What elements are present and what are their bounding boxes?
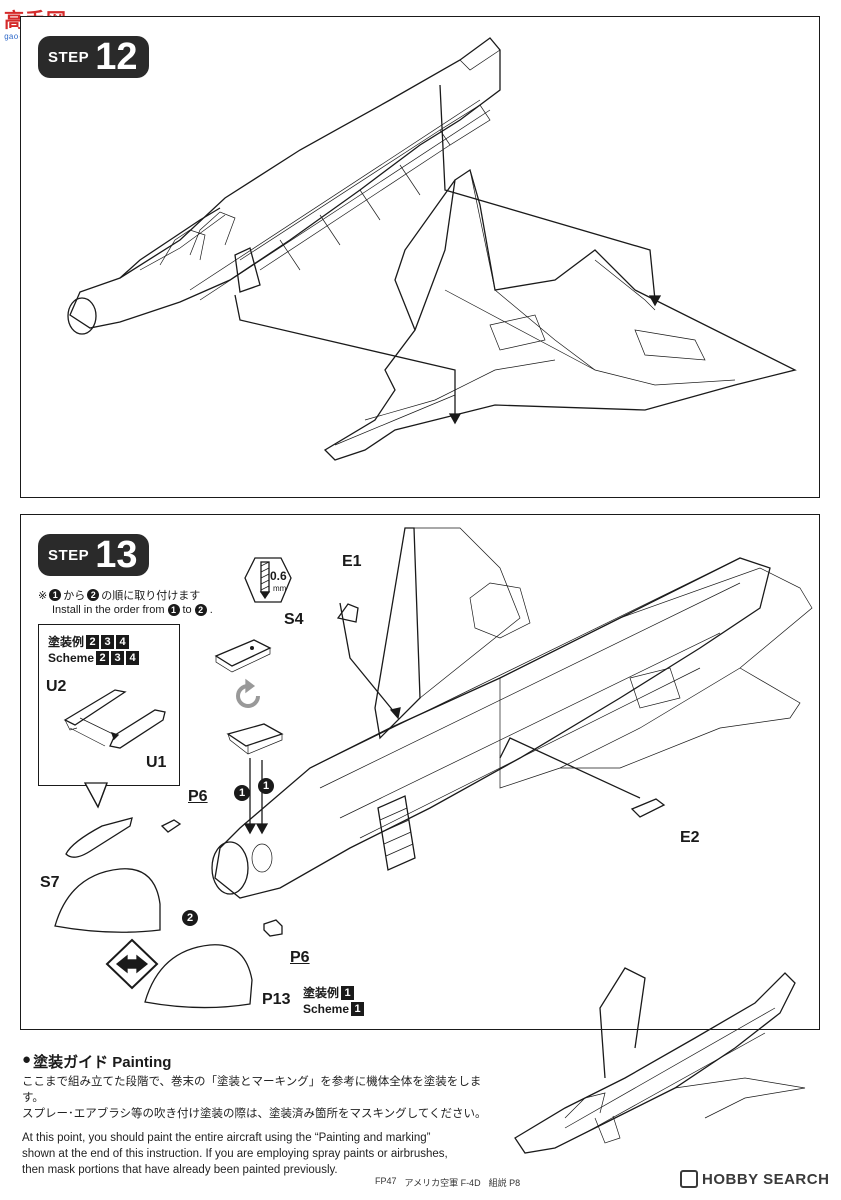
painting-en-line-3: then mask portions that have already bee…: [22, 1164, 338, 1176]
order-mark-2: 2: [87, 589, 100, 601]
part-label-u2: U2: [46, 678, 67, 695]
order-mark-1: 1: [234, 785, 250, 801]
scheme-number: 3: [101, 634, 115, 649]
part-e2-drawing: [630, 798, 666, 818]
bottom-scheme-jp: 塗装例 1: [303, 984, 355, 1001]
scheme-number: 1: [341, 985, 355, 1000]
scheme-number: 2: [86, 634, 100, 649]
watermark-text: HOBBY SEARCH: [702, 1170, 830, 1188]
finished-aircraft-drawing: [514, 967, 806, 1154]
painting-guide-title: ● 塗装ガイド Painting: [22, 1051, 172, 1071]
install-order-note-jp: ※ 1 から 2 の順に取り付けます: [38, 589, 201, 602]
part-label-p6-upper: P6: [188, 788, 208, 805]
drill-size: 0.6: [270, 569, 287, 583]
page-footer: FP47 アメリカ空軍 F-4D 組説 P8: [375, 1176, 520, 1189]
antenna-parts-drawing: [63, 689, 166, 749]
small-part-p6-drawing: [160, 819, 182, 833]
footer-page: 組説 P8: [488, 1178, 521, 1188]
part-e1-drawing: [336, 603, 359, 623]
install-order-note-en: Install in the order from 1 to 2 .: [52, 604, 213, 616]
watermark-icon: [680, 1170, 698, 1188]
aircraft-rear-drawing: [211, 527, 813, 899]
antenna-fairing-drawing: [65, 817, 133, 858]
callout-pointer: [83, 782, 108, 809]
drill-icon: [244, 557, 292, 603]
part-label-p6-lower: P6: [290, 949, 310, 966]
scheme-number: 4: [116, 634, 130, 649]
scheme-number: 3: [111, 651, 125, 665]
painting-guide-text: ここまで組み立てた段階で、巻末の「塗装とマーキング」を参考に機体全体を塗装をしま…: [22, 1074, 502, 1178]
step-12-guide-lines: [234, 84, 662, 425]
scheme-number: 2: [96, 651, 110, 665]
footer-code: FP47: [375, 1176, 397, 1186]
step-word: STEP: [48, 546, 90, 564]
order-mark-2: 2: [182, 910, 198, 926]
order-mark-1: 1: [167, 604, 180, 616]
fuselage-drawing: [67, 37, 501, 335]
bottom-scheme-en: Scheme 1: [303, 1002, 365, 1016]
part-label-e2: E2: [680, 829, 700, 846]
callout-scheme-jp: 塗装例 2 3 4: [48, 633, 130, 650]
watermark: HOBBY SEARCH: [680, 1170, 829, 1188]
callout-scheme-en: Scheme 2 3 4: [48, 651, 140, 665]
step-number: 12: [95, 36, 138, 78]
drill-unit: mm: [273, 584, 287, 593]
painting-jp-line-2: スプレー･エアブラシ等の吹き付け塗装の際は、塗装済み箇所をマスキングしてください…: [22, 1108, 487, 1120]
nose-cone-s7-drawing: [54, 868, 161, 933]
part-s4-drawing: [214, 639, 272, 673]
step-13-badge: STEP 13: [38, 534, 150, 576]
step-word: STEP: [48, 48, 90, 66]
part-label-p13: P13: [262, 991, 291, 1008]
order-mark-2: 2: [194, 604, 207, 616]
hatch-cover-drawing: [226, 723, 284, 755]
part-label-e1: E1: [342, 553, 362, 570]
part-label-u1: U1: [146, 754, 167, 771]
wing-drawing: [323, 168, 797, 461]
small-part-p6-lower-drawing: [263, 919, 283, 937]
part-label-s7: S7: [40, 874, 60, 891]
rotate-icon: [236, 678, 260, 708]
scheme-number: 1: [351, 1002, 365, 1016]
order-mark-1: 1: [49, 589, 62, 601]
painting-jp-line-1: ここまで組み立てた段階で、巻末の「塗装とマーキング」を参考に機体全体を塗装をしま…: [22, 1076, 482, 1104]
painting-en-line-1: At this point, you should paint the enti…: [22, 1132, 431, 1144]
footer-title: アメリカ空軍 F-4D: [404, 1178, 481, 1188]
step-number: 13: [95, 534, 138, 576]
swap-icon: [105, 938, 159, 990]
scheme-number: 4: [126, 651, 140, 665]
part-label-s4: S4: [284, 611, 304, 628]
step-12-badge: STEP 12: [38, 36, 150, 78]
nose-cone-p13-drawing: [144, 944, 253, 1009]
painting-en-line-2: shown at the end of this instruction. If…: [22, 1148, 448, 1160]
